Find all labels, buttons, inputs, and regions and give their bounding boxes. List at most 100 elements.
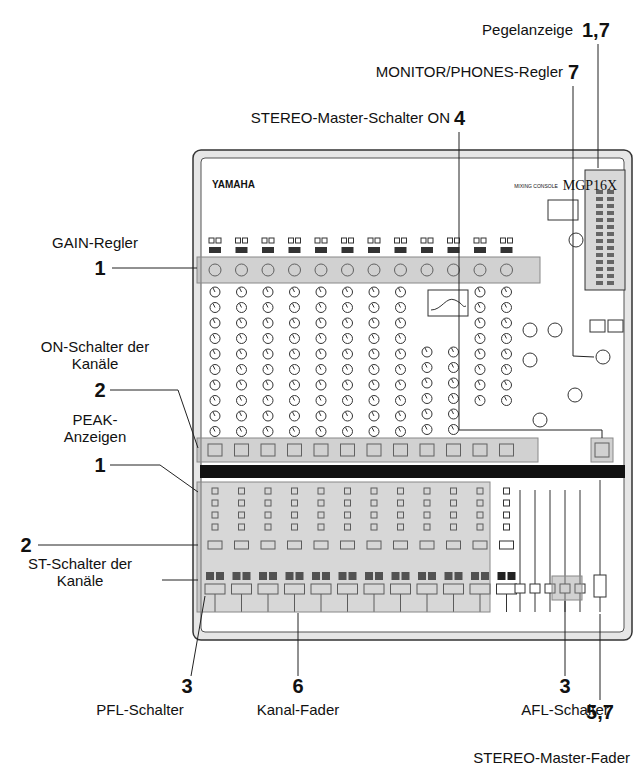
group-fader-slot <box>550 490 551 612</box>
channel-knob <box>502 318 512 328</box>
knob-pointer <box>478 397 480 401</box>
channel-knob <box>263 427 273 437</box>
channel-knob <box>263 380 273 390</box>
channel-knob <box>449 347 459 357</box>
part-label: STEREO-Master-Schalter ON <box>251 109 450 126</box>
channel-knob <box>422 394 432 404</box>
knob-pointer <box>266 319 268 323</box>
knob-pointer <box>319 319 321 323</box>
knob-pointer <box>452 364 454 368</box>
channel-knob <box>475 287 485 297</box>
channel-knob <box>316 396 326 406</box>
master-fader-cap <box>594 575 606 597</box>
knob-pointer <box>319 335 321 339</box>
channel-knob <box>290 380 300 390</box>
knob-pointer <box>452 426 454 430</box>
channel-knob <box>343 380 353 390</box>
channel-knob <box>237 287 247 297</box>
meter-led <box>596 218 603 222</box>
channel-knob <box>210 303 220 313</box>
channel-knob <box>369 380 379 390</box>
knob-pointer <box>293 381 295 385</box>
fader-cap <box>497 584 517 594</box>
knob-pointer <box>505 381 507 385</box>
channel-knob <box>290 287 300 297</box>
knob-pointer <box>293 350 295 354</box>
knob-pointer <box>266 304 268 308</box>
knob-pointer <box>346 381 348 385</box>
knob-pointer <box>425 348 427 352</box>
knob-pointer <box>266 412 268 416</box>
small-button <box>368 238 373 243</box>
small-button <box>342 238 347 243</box>
channel-knob <box>396 287 406 297</box>
meter-led <box>607 274 614 278</box>
leader-line <box>112 268 197 269</box>
channel-knob <box>475 318 485 328</box>
channel-knob <box>316 427 326 437</box>
callout-number: 3 <box>181 675 192 698</box>
indicator <box>504 488 510 494</box>
small-button <box>289 238 294 243</box>
knob-pointer <box>319 288 321 292</box>
knob-pointer <box>346 319 348 323</box>
knob-pointer <box>399 288 401 292</box>
channel-knob <box>237 334 247 344</box>
channel-knob <box>237 411 247 421</box>
part-label: GAIN-Regler <box>52 234 138 251</box>
knob-pointer <box>399 412 401 416</box>
knob-pointer <box>478 335 480 339</box>
channel-knob <box>290 411 300 421</box>
channel-knob <box>316 365 326 375</box>
part-label: PFL-Schalter <box>96 701 184 718</box>
knob-pointer <box>505 319 507 323</box>
knob-pointer <box>266 350 268 354</box>
channel-knob <box>237 396 247 406</box>
channel-knob <box>369 303 379 313</box>
meter-led <box>607 211 614 215</box>
meter-led <box>596 246 603 250</box>
small-button <box>428 238 433 243</box>
knob-pointer <box>240 428 242 432</box>
switch <box>368 247 380 253</box>
knob-pointer <box>478 319 480 323</box>
meter-led <box>607 267 614 271</box>
model-subtitle: MIXING CONSOLE <box>514 184 558 190</box>
channel-knob <box>396 427 406 437</box>
knob-pointer <box>213 319 215 323</box>
master-knob <box>533 413 547 427</box>
channel-knob <box>290 303 300 313</box>
small-button <box>421 238 426 243</box>
knob-pointer <box>240 366 242 370</box>
knob-pointer <box>452 395 454 399</box>
meter-led <box>596 239 603 243</box>
knob-pointer <box>399 319 401 323</box>
channel-knob <box>290 334 300 344</box>
callout-number: 2 <box>20 534 31 557</box>
channel-knob <box>396 380 406 390</box>
leader-line <box>38 545 198 546</box>
channel-knob <box>316 349 326 359</box>
channel-knob <box>210 334 220 344</box>
channel-knob <box>475 303 485 313</box>
small-button <box>216 238 221 243</box>
channel-knob <box>263 349 273 359</box>
channel-knob <box>449 363 459 373</box>
small-button <box>402 238 407 243</box>
knob-pointer <box>213 366 215 370</box>
knob-pointer <box>346 428 348 432</box>
channel-knob <box>263 318 273 328</box>
knob-pointer <box>346 288 348 292</box>
channel-knob <box>369 411 379 421</box>
channel-knob <box>343 334 353 344</box>
knob-pointer <box>213 350 215 354</box>
channel-knob <box>449 409 459 419</box>
small-button <box>448 238 453 243</box>
knob-pointer <box>319 397 321 401</box>
channel-knob <box>369 334 379 344</box>
channel-knob <box>343 365 353 375</box>
small-button <box>501 238 506 243</box>
knob-pointer <box>372 304 374 308</box>
channel-knob <box>449 378 459 388</box>
